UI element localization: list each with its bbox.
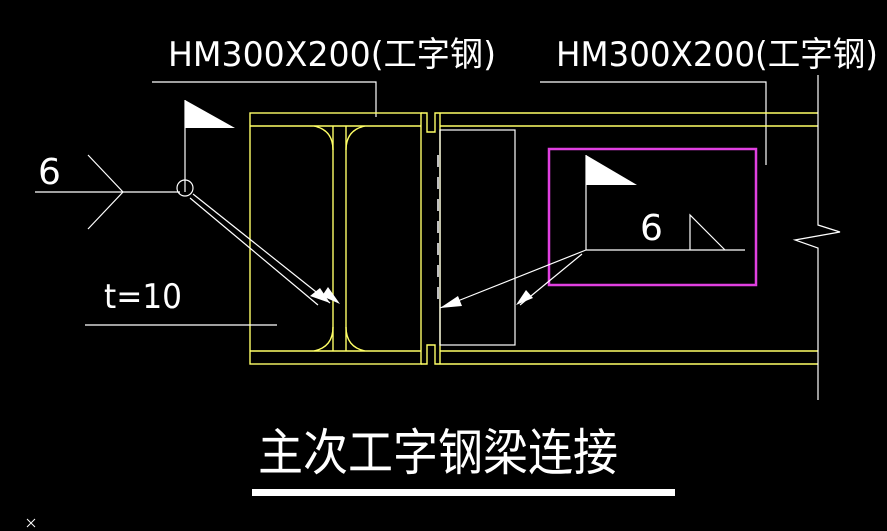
weld-symbol-left [35,100,331,306]
secondary-beam [439,112,818,365]
section-label-left: HM300X200(工字钢) [168,35,496,75]
weld-symbol-right [439,155,745,309]
arrow-head-right-1 [440,296,462,308]
plate-thickness-label: t=10 [104,277,182,317]
break-line [792,75,841,400]
primary-beam-section [249,112,440,365]
arrow-head-left-1 [310,288,330,303]
weld-size-right: 6 [640,208,663,249]
highlight-box [547,147,758,287]
ucs-cross-icon [26,518,36,528]
connection-plate [439,129,516,346]
arrow-head-left-2 [322,287,340,304]
title-underline [252,489,675,496]
drawing-title: 主次工字钢梁连接 [258,424,618,482]
flag-icon-right [586,155,637,185]
label-leaders [152,81,767,165]
flag-icon-left [185,100,235,128]
arrow-head-right-2 [516,290,533,305]
section-label-right: HM300X200(工字钢) [556,35,878,75]
weld-size-left: 6 [38,152,61,193]
